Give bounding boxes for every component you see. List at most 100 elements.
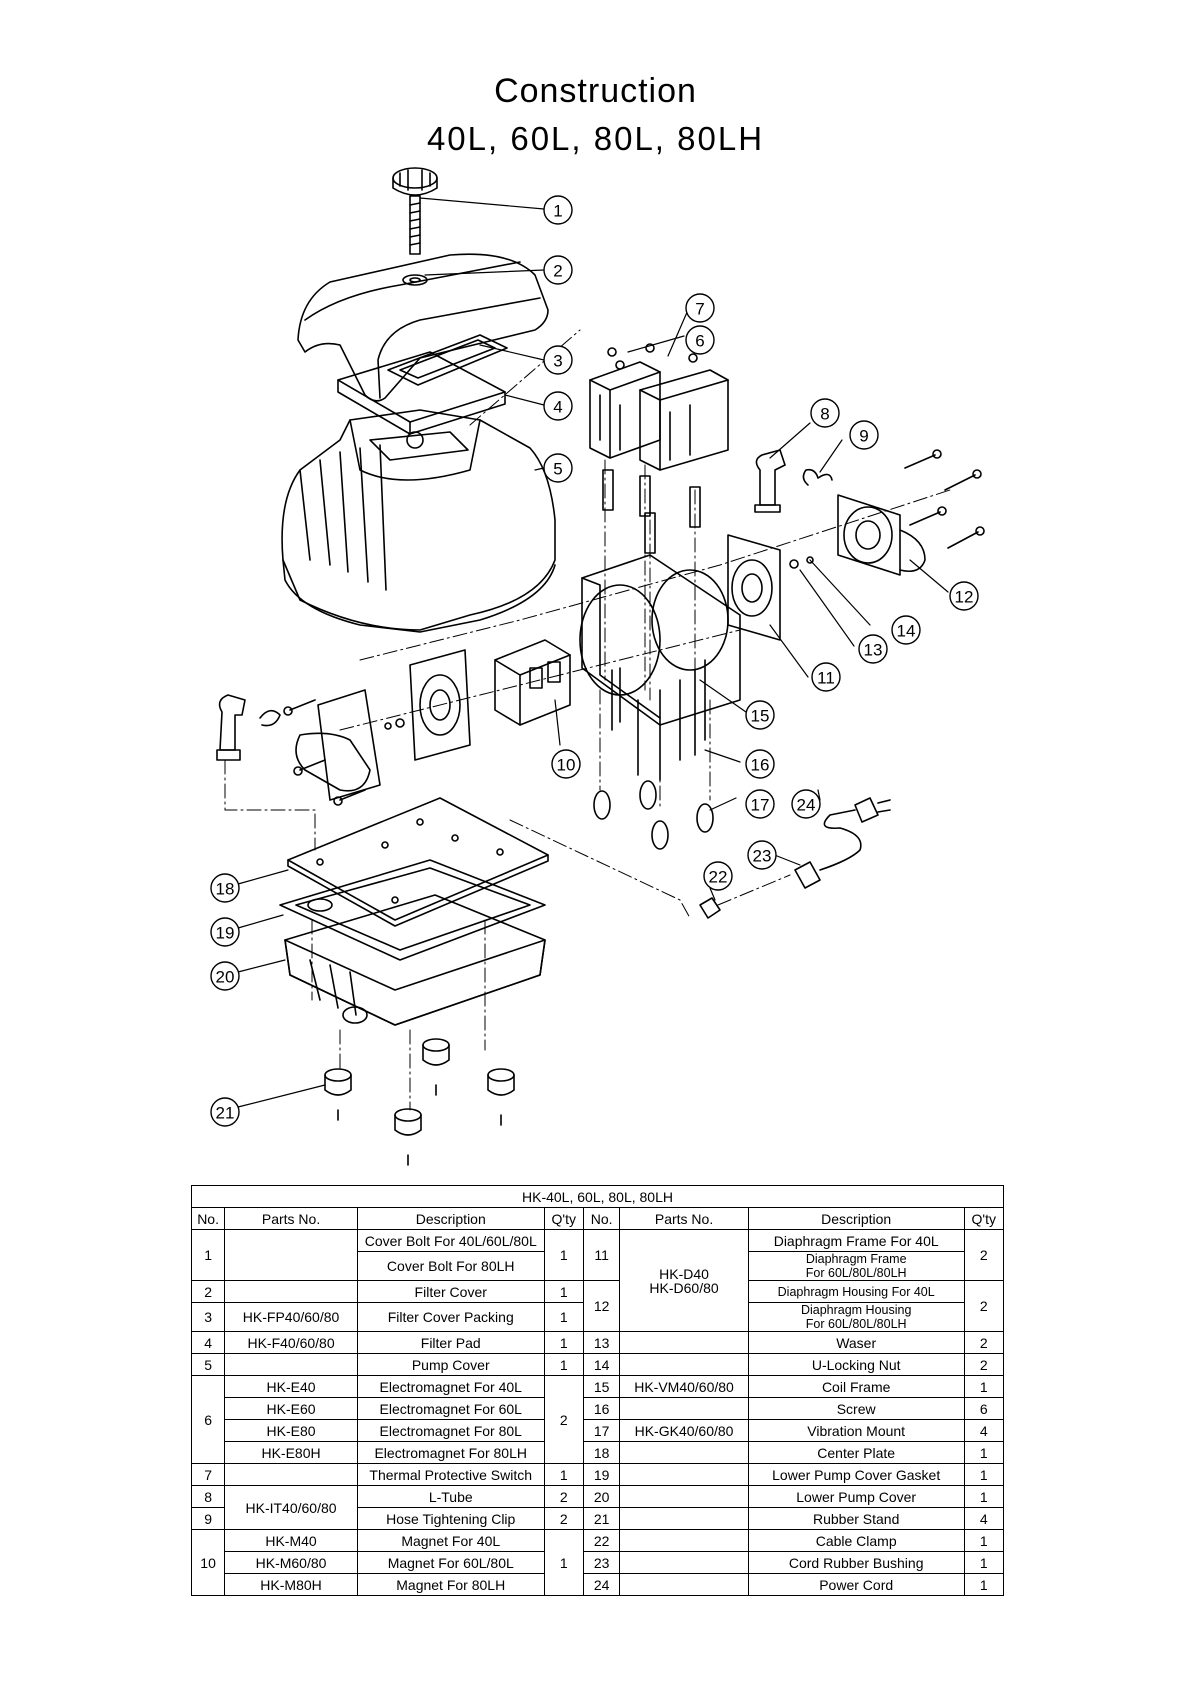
table-row: HK-E80H Electromagnet For 80LH 18 Center… bbox=[192, 1441, 1005, 1464]
diaphragm-assembly-left-part bbox=[295, 649, 471, 801]
cell-parts-no-right bbox=[619, 1331, 749, 1354]
screws-16-part bbox=[611, 659, 706, 781]
table-row: HK-E80 Electromagnet For 80L 17 HK-GK40/… bbox=[192, 1419, 1005, 1442]
callout-18: 18 bbox=[216, 880, 235, 899]
cell-parts-no: HK-E80H bbox=[224, 1441, 358, 1464]
rubber-stands-part bbox=[324, 1038, 515, 1166]
magnet-part bbox=[494, 639, 571, 726]
right-screws-part bbox=[904, 449, 985, 549]
callout-24: 24 bbox=[797, 796, 816, 815]
callout-11: 11 bbox=[817, 669, 835, 688]
cell-qty-right: 1 bbox=[963, 1375, 1005, 1398]
cell-description: Filter Cover bbox=[356, 1280, 545, 1303]
cell-no-right: 13 bbox=[582, 1331, 621, 1354]
cell-description-right: Waser bbox=[747, 1331, 965, 1354]
cell-no: 5 bbox=[190, 1353, 226, 1376]
callout-15: 15 bbox=[751, 707, 770, 726]
cell-qty-right: 4 bbox=[963, 1507, 1005, 1530]
cell-parts-no-right bbox=[619, 1573, 749, 1596]
cell-description-right: Vibration Mount bbox=[747, 1419, 965, 1442]
desc-line: Diaphragm Housing bbox=[800, 1303, 912, 1317]
callout-16: 16 bbox=[751, 756, 770, 775]
cover-bolt-part bbox=[392, 167, 438, 255]
parts-table: HK-40L, 60L, 80L, 80LH No. Parts No. Des… bbox=[190, 1185, 1005, 1596]
cell-description: Electromagnet For 80LH bbox=[356, 1441, 545, 1464]
left-screws-part bbox=[283, 699, 366, 806]
cell-description-right: Cord Rubber Bushing bbox=[747, 1551, 965, 1574]
cell-description-right: Lower Pump Cover bbox=[747, 1485, 965, 1508]
header-no: No. bbox=[190, 1207, 226, 1230]
cell-description-right: Screw bbox=[747, 1397, 965, 1420]
cell-description: Hose Tightening Clip bbox=[356, 1507, 545, 1530]
cell-no-right: 17 bbox=[582, 1419, 621, 1442]
cell-parts-no-right: HK-D40 HK-D60/80 bbox=[619, 1229, 749, 1332]
table-row: 1 Cover Bolt For 40L/60L/80L 1 11 HK-D40… bbox=[190, 1229, 1005, 1332]
header-parts-no-right: Parts No. bbox=[619, 1207, 749, 1230]
header-description-right: Description bbox=[747, 1207, 965, 1230]
cell-qty: 1 bbox=[543, 1280, 584, 1303]
cell-qty-right: 1 bbox=[963, 1573, 1005, 1596]
diaphragm-assembly-right-part bbox=[727, 494, 926, 641]
cell-qty-right: 1 bbox=[963, 1441, 1005, 1464]
callout-9: 9 bbox=[859, 427, 868, 446]
cell-description-right: Coil Frame bbox=[747, 1375, 965, 1398]
cell-parts-no: HK-E60 bbox=[224, 1397, 358, 1420]
header-parts-no: Parts No. bbox=[224, 1207, 358, 1230]
cell-parts-no-right: HK-VM40/60/80 bbox=[619, 1375, 749, 1398]
cell-description-right: U-Locking Nut bbox=[747, 1353, 965, 1376]
cell-qty-right: 2 bbox=[963, 1331, 1005, 1354]
l-tube-right-part bbox=[754, 449, 833, 513]
table-row: 2 Filter Cover 1 12 Diaphragm Housing Fo… bbox=[190, 1280, 1005, 1332]
cell-qty: 1 bbox=[543, 1302, 584, 1332]
cell-qty: 1 bbox=[543, 1229, 584, 1281]
table-row: 6 HK-E40 Electromagnet For 40L 2 15 HK-V… bbox=[190, 1375, 1005, 1464]
cell-parts-no-right bbox=[619, 1507, 749, 1530]
cell-description: Electromagnet For 60L bbox=[356, 1397, 545, 1420]
cell-description: Magnet For 40L bbox=[356, 1529, 545, 1552]
cell-parts-no-right bbox=[619, 1485, 749, 1508]
cell-description-right: Rubber Stand bbox=[747, 1507, 965, 1530]
table-row: HK-E60 Electromagnet For 60L 16 Screw 6 bbox=[192, 1397, 1005, 1420]
cell-description: Filter Pad bbox=[356, 1331, 545, 1354]
cell-no: 8 bbox=[190, 1485, 226, 1508]
power-cord-part bbox=[699, 797, 891, 919]
l-tube-left-part bbox=[216, 694, 281, 761]
vibration-mounts-part bbox=[593, 780, 714, 850]
callout-20: 20 bbox=[216, 968, 235, 987]
cell-description-right: Cable Clamp bbox=[747, 1529, 965, 1552]
cell-parts-no-right: HK-GK40/60/80 bbox=[619, 1419, 749, 1442]
cell-parts-no-right bbox=[619, 1551, 749, 1574]
callout-10: 10 bbox=[557, 756, 576, 775]
diaphragm-pn-40: HK-D40 bbox=[659, 1265, 709, 1282]
table-row: 10 HK-M40 Magnet For 40L 1 22 Cable Clam… bbox=[190, 1529, 1005, 1596]
cell-parts-no bbox=[224, 1463, 358, 1486]
callout-5: 5 bbox=[553, 460, 562, 479]
cell-no-right: 22 bbox=[582, 1529, 621, 1552]
electromagnet-part bbox=[589, 343, 729, 554]
cell-no-right: 24 bbox=[582, 1573, 621, 1596]
cell-no-right: 14 bbox=[582, 1353, 621, 1376]
table-row: HK-M60/80 Magnet For 60L/80L 23 Cord Rub… bbox=[192, 1551, 1005, 1574]
cell-no-right: 18 bbox=[582, 1441, 621, 1464]
cell-parts-no-right bbox=[619, 1441, 749, 1464]
cell-description-right: Power Cord bbox=[747, 1573, 965, 1596]
cell-description: Pump Cover bbox=[356, 1353, 545, 1376]
cell-parts-no bbox=[224, 1229, 358, 1281]
cell-no-right: 16 bbox=[582, 1397, 621, 1420]
cell-qty-right: 2 bbox=[963, 1353, 1005, 1376]
cell-parts-no-right bbox=[619, 1463, 749, 1486]
cell-no: 7 bbox=[190, 1463, 226, 1486]
cell-description-right: Diaphragm Frame For 40L bbox=[747, 1229, 965, 1252]
cell-qty: 2 bbox=[543, 1485, 584, 1508]
cell-description-right: Center Plate bbox=[747, 1441, 965, 1464]
cell-no-right: 11 bbox=[582, 1229, 621, 1281]
cell-qty-right: 1 bbox=[963, 1485, 1005, 1508]
cell-parts-no-right bbox=[619, 1353, 749, 1376]
cell-parts-no: HK-IT40/60/80 bbox=[224, 1485, 358, 1530]
cell-parts-no: HK-E40 bbox=[224, 1375, 358, 1398]
center-plate-part bbox=[287, 797, 549, 927]
table-header-row: No. Parts No. Description Q'ty No. Parts… bbox=[190, 1207, 1005, 1230]
desc-line: Diaphragm Frame bbox=[805, 1252, 907, 1266]
desc-line: For 60L/80L/80LH bbox=[805, 1317, 907, 1331]
callout-7: 7 bbox=[695, 300, 704, 319]
